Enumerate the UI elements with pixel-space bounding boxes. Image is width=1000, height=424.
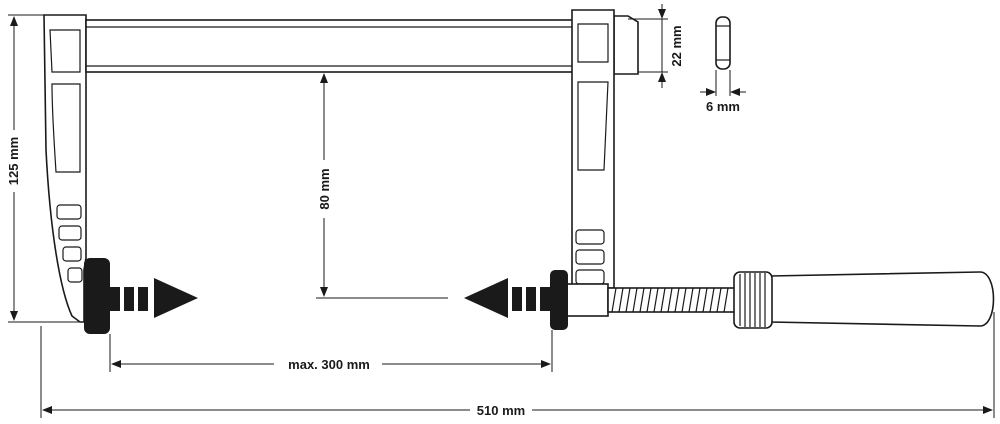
handle bbox=[733, 271, 995, 329]
bar-cross-section bbox=[715, 16, 731, 70]
threaded-spindle bbox=[607, 287, 737, 313]
dim-opening: max. 300 mm bbox=[109, 330, 553, 373]
fixed-jaw bbox=[43, 14, 87, 323]
dim-throat: 80 mm bbox=[316, 73, 448, 299]
label-bar-thickness: 6 mm bbox=[706, 99, 740, 114]
label-bar-height: 22 mm bbox=[669, 25, 684, 66]
right-pad bbox=[464, 270, 568, 330]
label-throat: 80 mm bbox=[317, 168, 332, 209]
label-height: 125 mm bbox=[6, 137, 21, 185]
rail-bar bbox=[85, 19, 577, 73]
dim-height: 125 mm bbox=[6, 14, 82, 323]
dim-bar-height: 22 mm bbox=[628, 4, 684, 88]
dim-length: 510 mm bbox=[40, 312, 995, 419]
label-length: 510 mm bbox=[477, 403, 525, 418]
label-opening: max. 300 mm bbox=[288, 357, 370, 372]
sliding-jaw bbox=[565, 9, 639, 317]
left-pad bbox=[84, 258, 198, 334]
dim-bar-thickness: 6 mm bbox=[700, 70, 746, 114]
